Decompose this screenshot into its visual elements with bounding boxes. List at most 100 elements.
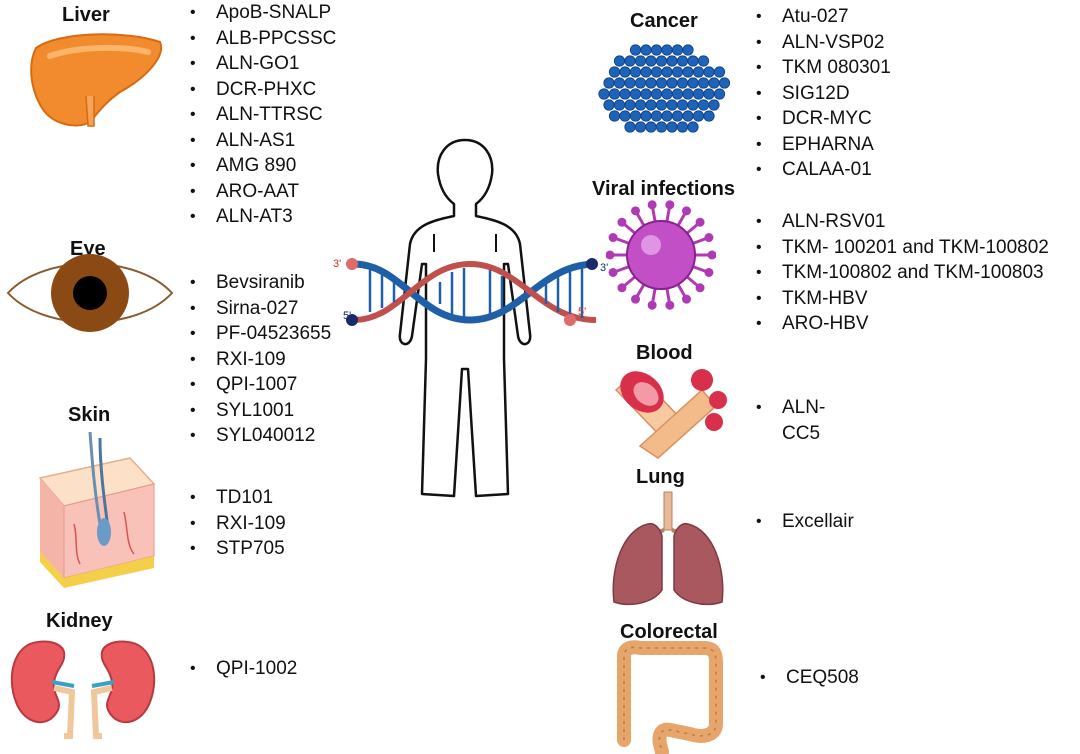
- cancer-cell: [687, 77, 699, 89]
- list-item: CC5: [782, 422, 821, 444]
- list-item: DCR-PHXC: [186, 77, 336, 103]
- cancer-cell: [650, 110, 663, 122]
- list-item: SYL040012: [186, 423, 331, 449]
- list-item: QPI-1007: [186, 372, 331, 398]
- cancer-cell: [697, 99, 710, 111]
- virus-spike-tip: [704, 233, 714, 243]
- cancer-cell: [671, 44, 684, 56]
- cancer-cell: [640, 110, 652, 122]
- sirna-label-3-right: 3': [600, 262, 609, 274]
- cancer-cell: [645, 55, 657, 67]
- cancer-cell: [603, 99, 615, 111]
- cancer-cell: [661, 110, 673, 122]
- cancer-cell: [645, 77, 657, 89]
- kidney-title: Kidney: [46, 610, 113, 632]
- cancer-cell: [655, 99, 668, 111]
- list-item: ALN-AS1: [186, 128, 336, 154]
- list-item: DCR-MYC: [752, 106, 891, 132]
- cancer-cell: [661, 66, 673, 78]
- list-item: ALN-AT3: [186, 204, 336, 230]
- list-item: QPI-1002: [186, 656, 297, 682]
- cancer-cell: [687, 121, 699, 133]
- list-item: SIG12D: [752, 81, 891, 107]
- list-item: RXI-109: [186, 347, 331, 373]
- cancer-cell: [634, 77, 647, 89]
- virus-spike-tip: [682, 206, 691, 216]
- cancer-cell: [692, 66, 705, 78]
- list-item: PF-04523655: [186, 321, 331, 347]
- list-item: Atu-027: [752, 4, 891, 30]
- cancer-cell: [645, 121, 657, 133]
- virus-spike-tip: [647, 300, 657, 310]
- list-item: ALN-GO1: [186, 51, 336, 77]
- cancer-cell: [676, 121, 689, 133]
- sirna-label-5-right: 5': [578, 306, 587, 318]
- eye-icon: [6, 254, 174, 332]
- blood-title: Blood: [636, 342, 693, 364]
- cancer-cell: [608, 110, 621, 122]
- cancer-cell: [650, 44, 663, 56]
- list-item: TKM-100802 and TKM-100803: [752, 260, 1049, 286]
- cancer-cell: [676, 77, 689, 89]
- list-item: ALN-RSV01: [752, 209, 1049, 235]
- cancer-cell: [671, 110, 684, 122]
- list-item: ALB-PPCSSC: [186, 26, 336, 52]
- cancer-cell: [608, 88, 621, 100]
- viral-title: Viral infections: [592, 178, 736, 200]
- colorectal-title: Colorectal: [620, 621, 718, 643]
- cancer-cell: [624, 55, 636, 67]
- cancer-cell: [640, 44, 652, 56]
- cancer-cell: [692, 110, 705, 122]
- virus-spike-tip: [617, 217, 627, 227]
- eye-list: Bevsiranib Sirna-027 PF-04523655 RXI-109…: [186, 270, 331, 449]
- cancer-cell: [629, 110, 642, 122]
- cancer-cell: [708, 99, 720, 111]
- list-item: ARO-HBV: [752, 311, 1049, 337]
- cancer-cell: [619, 88, 631, 100]
- virus-spike-tip: [695, 283, 705, 293]
- cancer-cell: [697, 55, 710, 67]
- virus-icon: [606, 200, 716, 310]
- list-item: TD101: [186, 485, 286, 511]
- viral-list: ALN-RSV01 TKM- 100201 and TKM-100802 TKM…: [752, 209, 1049, 337]
- cancer-cell: [640, 88, 652, 100]
- cancer-title: Cancer: [630, 10, 698, 32]
- cancer-cell: [619, 110, 631, 122]
- cancer-cell: [603, 77, 615, 89]
- cancer-cell: [655, 55, 668, 67]
- cancer-cell: [661, 44, 673, 56]
- cancer-cell: [624, 121, 636, 133]
- list-item: ALN-TTRSC: [186, 102, 336, 128]
- cancer-cell: [645, 99, 657, 111]
- list-item: CALAA-01: [752, 157, 891, 183]
- cancer-cells-icon: [598, 44, 730, 133]
- cancer-cell: [718, 77, 730, 89]
- virus-spike-tip: [608, 267, 618, 277]
- list-item: Excellair: [752, 509, 854, 535]
- sirna-label-3-left: 3': [333, 258, 342, 270]
- cancer-list: Atu-027 ALN-VSP02 TKM 080301 SIG12D DCR-…: [752, 4, 891, 183]
- skin-title: Skin: [68, 404, 111, 426]
- cancer-cell: [629, 66, 642, 78]
- cancer-cell: [650, 66, 663, 78]
- list-item: ALN-: [752, 395, 825, 421]
- cancer-cell: [613, 99, 626, 111]
- virus-spike-tip: [617, 283, 627, 293]
- cancer-cell: [624, 99, 636, 111]
- cancer-cell: [666, 77, 678, 89]
- cancer-cell: [613, 55, 626, 67]
- liver-icon: [30, 33, 163, 127]
- cancer-cell: [697, 77, 710, 89]
- cancer-cell: [692, 88, 705, 100]
- kidney-list: QPI-1002: [186, 656, 297, 682]
- cancer-cell: [655, 77, 668, 89]
- skin-icon: [38, 431, 156, 588]
- sirna-label-5-left: 5': [343, 310, 352, 322]
- lung-title: Lung: [636, 466, 685, 488]
- cancer-cell: [613, 77, 626, 89]
- dna-icon: [346, 258, 598, 326]
- colorectal-list: CEQ508: [756, 665, 859, 691]
- liver-title: Liver: [62, 4, 110, 26]
- virus-spike-tip: [682, 294, 691, 304]
- cancer-cell: [666, 99, 678, 111]
